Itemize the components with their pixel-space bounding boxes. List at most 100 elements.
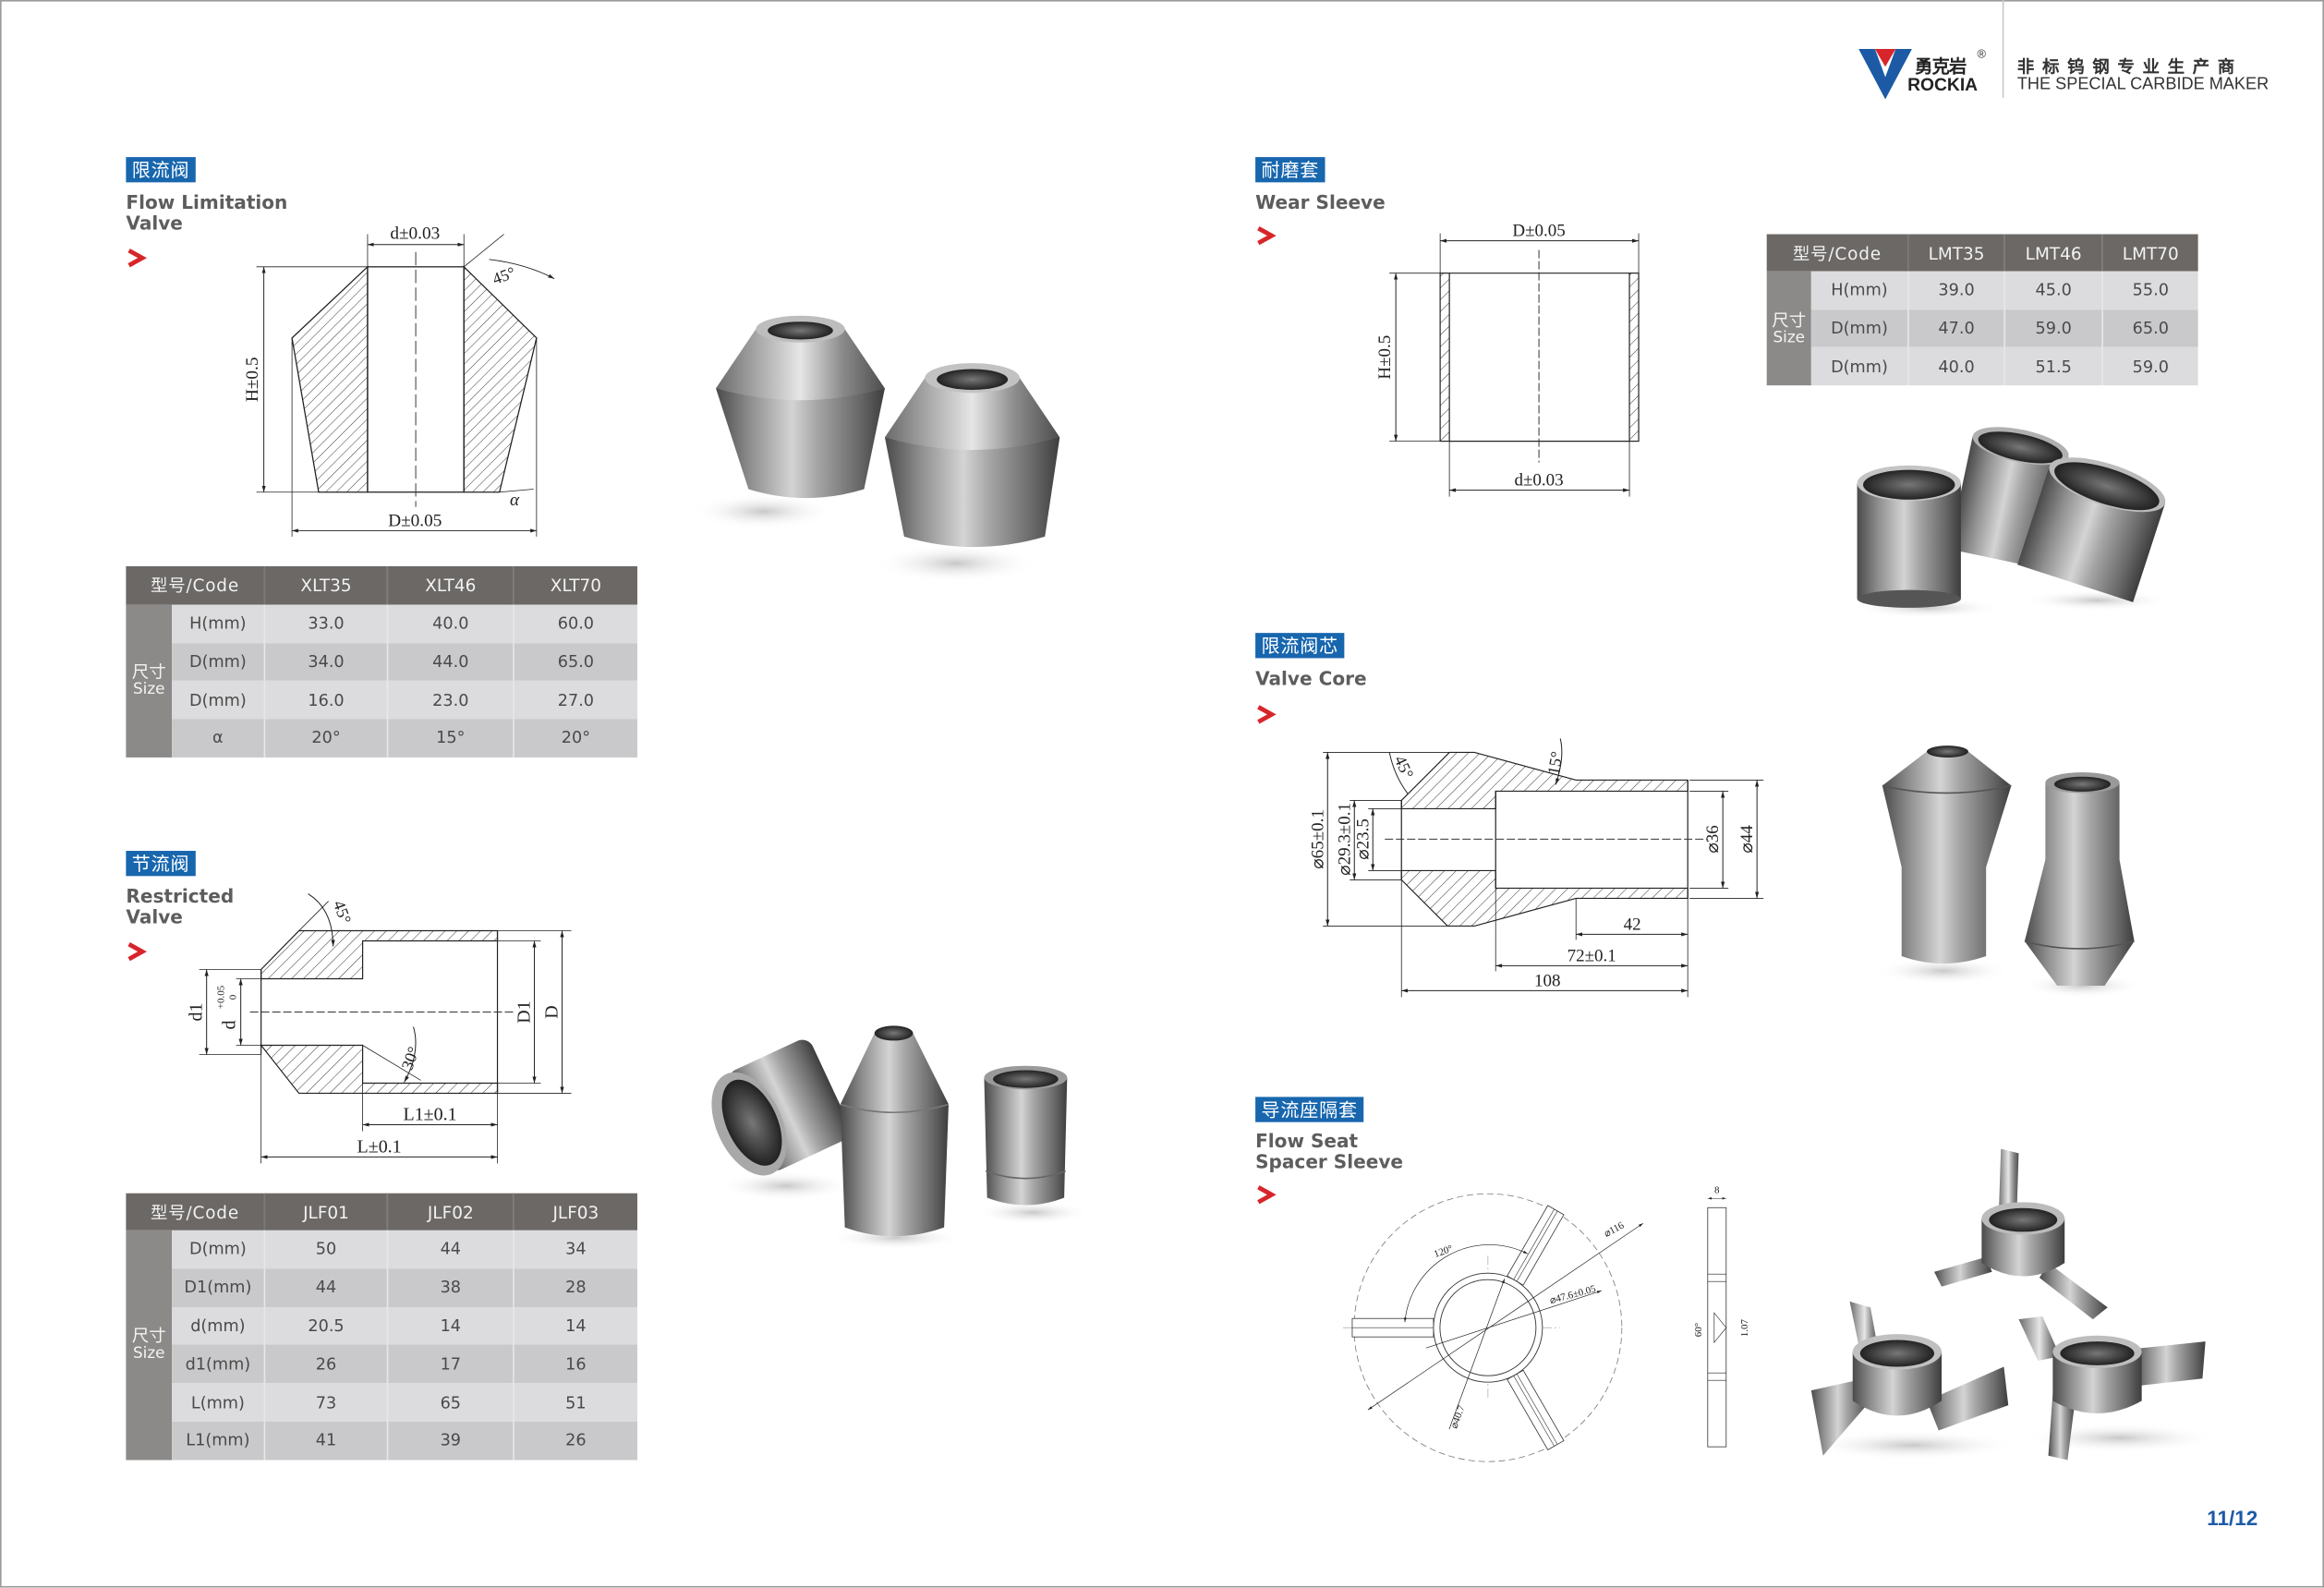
table-cell: 20°: [513, 719, 637, 758]
dim-D1: D1: [514, 1000, 535, 1023]
flow-seat-spacer-drawing: ⌀116 ⌀47.6±0.05 ⌀40.7 120° 8 60° 1.07: [1343, 1185, 1750, 1463]
table-cell: 14: [386, 1306, 514, 1345]
table-cell: 38: [386, 1268, 514, 1307]
table-row-param: D(mm): [1810, 347, 1908, 386]
table-cell: 26: [513, 1421, 637, 1461]
section-tag: 耐磨套: [1255, 157, 1325, 183]
table-cell: 44: [386, 1230, 514, 1269]
valve-core-photo: [1876, 746, 2142, 998]
section-tag: 导流座隔套: [1255, 1097, 1364, 1122]
dim-d40: ⌀40.7: [1449, 1404, 1468, 1431]
chevron-right-icon: [127, 942, 147, 962]
dim-L1: L1±0.1: [403, 1104, 456, 1124]
table-cell: 15°: [386, 719, 514, 758]
section-title: Flow Seat Spacer Sleeve: [1255, 1131, 1403, 1170]
table-cell: 16.0: [263, 681, 387, 720]
table-row-param: D(mm): [1810, 309, 1908, 348]
table-row-param: H(mm): [1810, 271, 1908, 309]
dim-42: 42: [1624, 915, 1641, 935]
angle-alpha-label: α: [510, 491, 520, 510]
table-cell: 73: [263, 1383, 387, 1422]
dim-1-07: 1.07: [1739, 1319, 1750, 1338]
table-cell: 40.0: [1907, 347, 2004, 386]
table-cell: 51.5: [2003, 347, 2102, 386]
section-title-line1: Restricted: [126, 884, 235, 908]
spacer-side-view: [1708, 1197, 1727, 1449]
table-cell: 34.0: [263, 642, 387, 682]
table-cell: 17: [386, 1344, 514, 1384]
section-title: Flow Limitation Valve: [126, 193, 287, 233]
chevron-right-icon: [1257, 1185, 1277, 1205]
table-cell: 50: [263, 1230, 387, 1269]
table-header-model: LMT46: [2003, 234, 2102, 272]
size-label-cn: 尺寸: [131, 661, 166, 683]
table-header-model: JLF02: [386, 1193, 514, 1230]
registered-mark: ®: [1977, 47, 1987, 61]
table-cell: 27.0: [513, 681, 637, 720]
table-cell: 16: [513, 1344, 637, 1384]
table-cell: 26: [263, 1344, 387, 1384]
dim-d44: ⌀44: [1738, 825, 1758, 854]
spacer-photo-bottom-right: [2018, 1315, 2206, 1461]
page-number: 11/12: [2207, 1506, 2258, 1530]
spacer-photo-bottom-left: [1810, 1301, 2009, 1456]
dim-h: H±0.5: [1376, 334, 1396, 379]
valve-core-drawing: ⌀65±0.1 ⌀29.3±0.1 ⌀23.5 ⌀36 ⌀44 42 72±0.…: [1309, 738, 1764, 998]
spacer-arm: [1352, 1318, 1434, 1339]
table-row-param: H(mm): [172, 604, 264, 643]
table-cell: 44: [263, 1268, 387, 1307]
section-title-line1: Valve Core: [1255, 667, 1367, 690]
table-header-code: 型号/Code: [126, 1193, 264, 1230]
tagline-chinese: 非标钨钢专业生产商: [2016, 55, 2243, 78]
table-row-param: L1(mm): [172, 1421, 264, 1461]
chevron-right-icon: [1257, 226, 1277, 246]
table-cell: 20°: [263, 719, 387, 758]
rockia-v-logo-icon: [1858, 48, 1912, 100]
dim-d116: ⌀116: [1603, 1220, 1627, 1240]
table-cell: 33.0: [263, 604, 387, 643]
table-cell: 20.5: [263, 1306, 387, 1345]
table-cell: 40.0: [386, 604, 514, 643]
wear-sleeve-drawing: D±0.05 d±0.03 H±0.5: [1376, 222, 1640, 496]
angle-45-label: 45°: [1391, 753, 1418, 782]
table-cell: 34: [513, 1230, 637, 1269]
table-header-code: 型号/Code: [126, 565, 264, 605]
table-header-model: JLF03: [513, 1193, 637, 1230]
dim-d-upper-tolerance: +0.05: [216, 985, 227, 1009]
tagline-english: THE SPECIAL CARBIDE MAKER: [2016, 75, 2270, 94]
flow-limitation-valve-photo: [696, 315, 1060, 583]
dim-d1: d1: [187, 1003, 207, 1022]
section-title-line1: Flow Seat: [1255, 1129, 1359, 1152]
table-cell: 51: [513, 1383, 637, 1422]
angle-30-label: 30°: [398, 1044, 423, 1073]
table-row-param: d1(mm): [172, 1344, 264, 1384]
table-header-model: XLT46: [386, 565, 514, 605]
logo-chinese-name: 勇克岩: [1915, 55, 1967, 78]
table-cell: 55.0: [2101, 271, 2198, 309]
table-cell: 59.0: [2003, 309, 2102, 348]
section-title-line2: Valve: [126, 211, 183, 234]
table-row-param: L(mm): [172, 1383, 264, 1422]
spacer-arm: [1507, 1205, 1566, 1287]
table-header-code: 型号/Code: [1766, 234, 1908, 272]
size-label-en: Size: [1773, 328, 1806, 346]
section-title-line2: Valve: [126, 904, 183, 927]
dim-d36: ⌀36: [1704, 826, 1724, 854]
section-tag: 限流阀芯: [1255, 633, 1345, 659]
table-cell: 45.0: [2003, 271, 2102, 309]
dim-d23: ⌀23.5: [1354, 818, 1374, 860]
dim-d47: ⌀47.6±0.05: [1549, 1284, 1598, 1307]
table-header-model: XLT35: [263, 565, 387, 605]
dim-d: d±0.03: [390, 224, 440, 243]
dim-width-8: 8: [1715, 1185, 1721, 1196]
angle-45-label: 45°: [330, 898, 355, 927]
table-header-model: LMT35: [1907, 234, 2004, 272]
table-row-param: D(mm): [172, 642, 264, 682]
table-cell: 23.0: [386, 681, 514, 720]
wear-sleeve-photo: [1852, 427, 2172, 619]
